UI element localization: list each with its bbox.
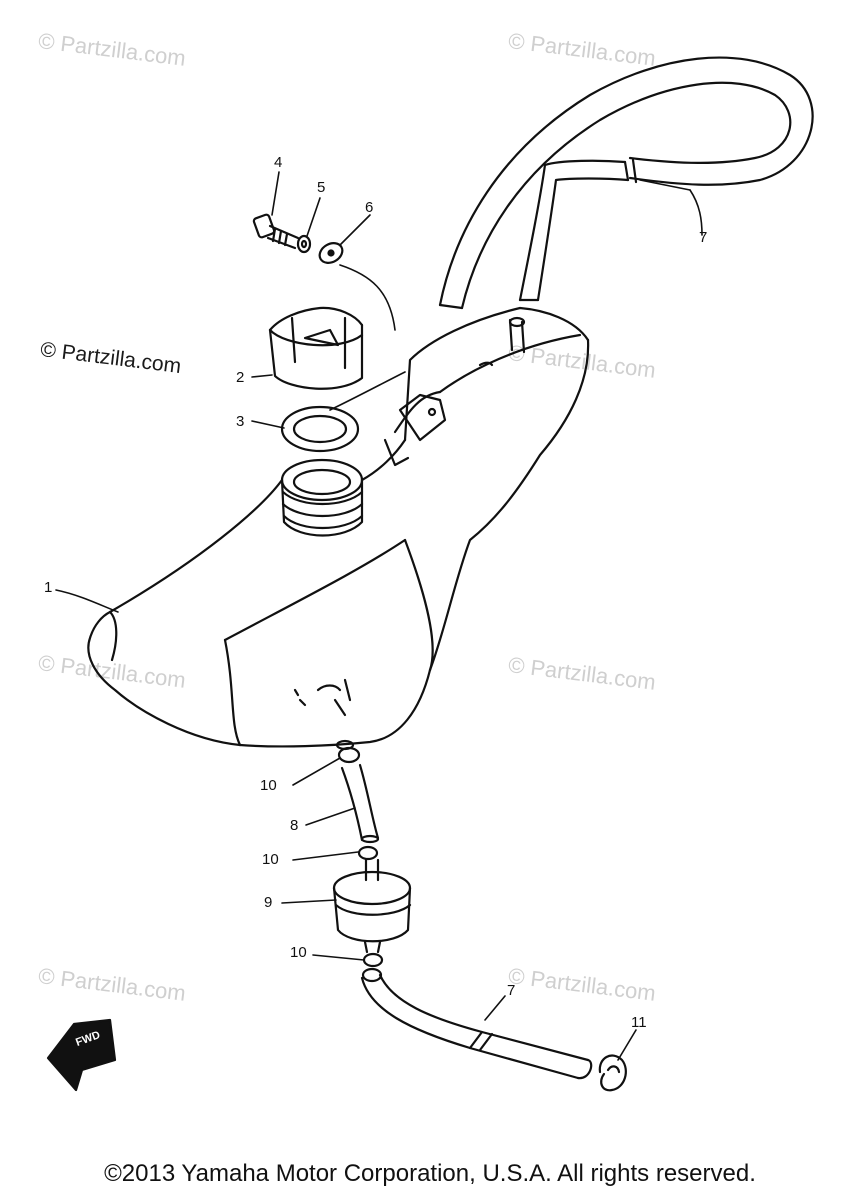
fuel-hose-8 [340, 763, 380, 844]
fuel-tank-1 [87, 306, 590, 751]
cap-gasket-3 [280, 405, 360, 453]
callout-7: 7 [507, 982, 516, 999]
washer-5 [296, 234, 312, 254]
hose-clamp-11 [598, 1054, 627, 1092]
breather-hose [438, 56, 814, 310]
callout-11: 11 [631, 1014, 647, 1031]
callout-4: 4 [274, 154, 283, 171]
lower-fuel-hose [360, 967, 593, 1080]
callout-5: 5 [317, 179, 326, 196]
bolt-4 [252, 213, 300, 250]
callout-3: 3 [236, 413, 245, 430]
callout-1: 1 [44, 579, 53, 596]
callout-10: 10 [290, 944, 307, 961]
filler-neck [280, 458, 364, 537]
callout-6: 6 [365, 199, 374, 216]
fwd-arrow-icon [46, 1018, 117, 1092]
callout-10: 10 [260, 777, 277, 794]
fuel-cap-2 [268, 306, 364, 390]
grommet-6 [318, 242, 344, 264]
fuel-filter-9 [332, 858, 412, 954]
copyright-notice: ©2013 Yamaha Motor Corporation, U.S.A. A… [104, 1160, 756, 1187]
callout-8: 8 [290, 817, 299, 834]
callout-2: 2 [236, 369, 245, 386]
callout-7: 7 [699, 229, 708, 246]
leader-lines [55, 171, 703, 1061]
callout-9: 9 [264, 894, 273, 911]
callout-10: 10 [262, 851, 279, 868]
